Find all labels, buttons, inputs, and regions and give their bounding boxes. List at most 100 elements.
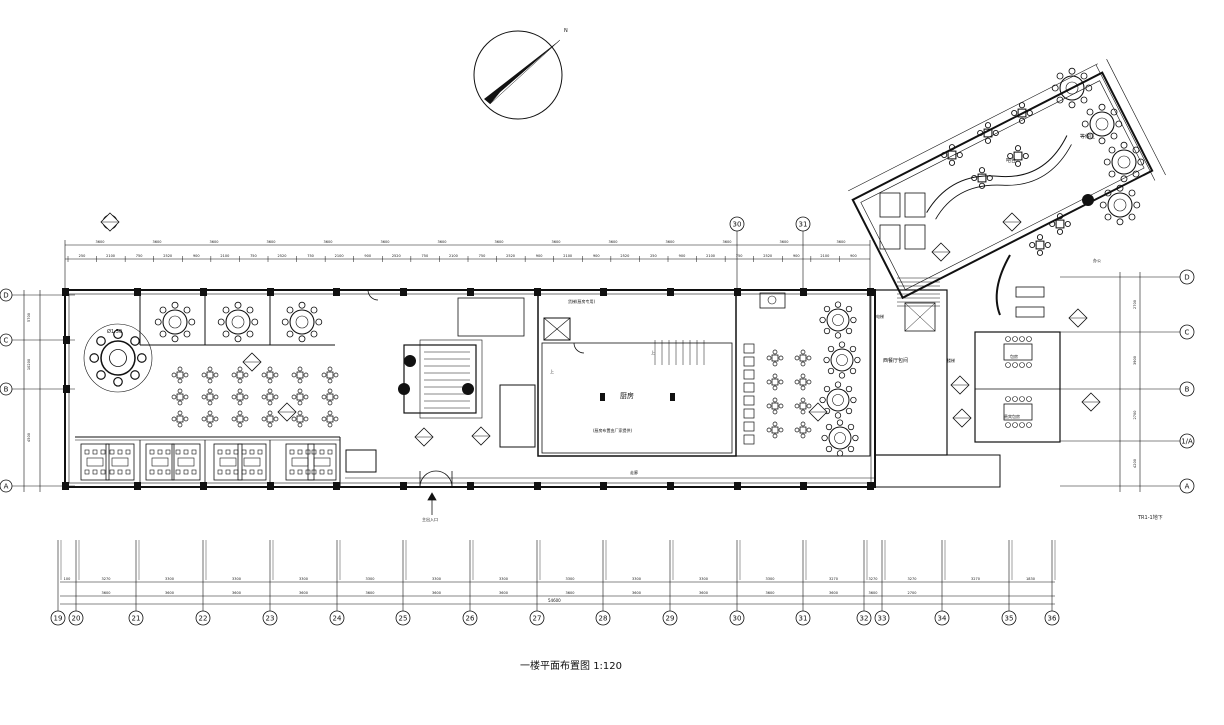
top-dim2-13: 3600 xyxy=(837,240,846,244)
bench-seat-3 xyxy=(743,382,755,393)
right-grid-bubble-B: B xyxy=(1179,381,1195,397)
vip-chair-top-0-3 xyxy=(1026,336,1032,342)
booth-b-3 xyxy=(307,443,337,481)
four-seat-table-1-3 xyxy=(261,388,279,406)
right-grid-bubble-C: C xyxy=(1179,324,1195,340)
vip-chair-top-1-2 xyxy=(1019,396,1025,402)
right-grid-bubble-1-A: 1/A xyxy=(1179,433,1195,449)
top-grid-bubble-31: 31 xyxy=(795,216,811,232)
wing-booth-0 xyxy=(879,192,901,218)
private-room-table-0 xyxy=(154,301,196,343)
grid-bubble-30: 30 xyxy=(729,610,745,626)
reception-desk xyxy=(345,449,377,473)
wing-curve-wall xyxy=(995,254,1011,316)
bench-seat-6 xyxy=(743,421,755,432)
hall-four-0-1 xyxy=(794,349,812,367)
top-grid-bubble-30: 30 xyxy=(729,216,745,232)
private-room-table-1 xyxy=(217,301,259,343)
hall-four-0-0 xyxy=(766,349,784,367)
hall-round-1 xyxy=(823,341,861,379)
bottom-dim-1-8: 3300 xyxy=(566,577,575,581)
top-dim-10: 900 xyxy=(364,254,371,258)
drawing-caption: 一楼平面布置图 1:120 xyxy=(520,657,622,672)
bottom-dim-2-3: 3600 xyxy=(299,591,308,595)
top-dim2-12: 3600 xyxy=(780,240,789,244)
column-top-12 xyxy=(867,288,874,296)
four-seat-table-0-1 xyxy=(201,366,219,384)
four-seat-table-2-2 xyxy=(231,410,249,428)
top-dim-27: 900 xyxy=(850,254,857,258)
column-bottom-12 xyxy=(867,482,874,490)
vip-chair-bottom-0-2 xyxy=(1019,362,1025,368)
bottom-dim-1-9: 3300 xyxy=(632,577,641,581)
vip-table-1 xyxy=(1003,403,1033,421)
top-dim-23: 750 xyxy=(736,254,743,258)
wing-lounge-table-1 xyxy=(1015,306,1045,318)
booth-b-0 xyxy=(105,443,135,481)
grid-bubble-33: 33 xyxy=(874,610,890,626)
wing-pillar xyxy=(1082,194,1094,206)
room-label-waiting: 等候区 xyxy=(1080,133,1095,140)
detail-tag-2 xyxy=(277,402,297,422)
room-label-elevator: 电梯 xyxy=(876,313,884,319)
large-round-table xyxy=(89,329,147,387)
svg-text:30: 30 xyxy=(733,221,742,229)
top-dim2-1: 3600 xyxy=(153,240,162,244)
bottom-dim-1-7: 3300 xyxy=(499,577,508,581)
wing-booth-1 xyxy=(904,192,926,218)
bottom-dim-1-12: 3270 xyxy=(829,577,838,581)
grid-bubble-35: 35 xyxy=(1001,610,1017,626)
left-grid-bubble-A: A xyxy=(0,479,13,493)
room-label-corridor: 走廊 xyxy=(630,469,638,475)
hall-four-3-1 xyxy=(794,421,812,439)
grid-bubble-29: 29 xyxy=(662,610,678,626)
bottom-dim-1-1: 3270 xyxy=(102,577,111,581)
top-dim2-10: 3600 xyxy=(666,240,675,244)
svg-text:23: 23 xyxy=(266,615,275,623)
hall-four-1-1 xyxy=(794,373,812,391)
four-seat-table-0-3 xyxy=(261,366,279,384)
bench-seat-1 xyxy=(743,356,755,367)
vip-chair-top-0-0 xyxy=(1005,336,1011,342)
top-dim-16: 900 xyxy=(536,254,543,258)
detail-tag-5 xyxy=(808,402,828,422)
top-dim-24: 2520 xyxy=(763,254,772,258)
grid-bubble-20: 20 xyxy=(68,610,84,626)
drawing-title: 一楼平面布置图 xyxy=(520,661,590,672)
column-top-2 xyxy=(200,288,207,296)
top-dim2-7: 3600 xyxy=(495,240,504,244)
top-dim-2: 750 xyxy=(136,254,143,258)
vip-chair-top-0-1 xyxy=(1012,336,1018,342)
furniture-layer xyxy=(80,212,1101,481)
column-bottom-0 xyxy=(62,482,69,490)
bench-seat-5 xyxy=(743,408,755,419)
detail-tag-6 xyxy=(931,242,951,262)
room-label-stair: 楼梯 xyxy=(947,357,955,363)
stair-up-label: 上 xyxy=(651,349,655,355)
column-bottom-6 xyxy=(467,482,474,490)
column-bottom-8 xyxy=(600,482,607,490)
four-seat-table-1-5 xyxy=(321,388,339,406)
wing-booth-3 xyxy=(904,224,926,250)
svg-text:24: 24 xyxy=(333,615,342,623)
detail-tag-9 xyxy=(1081,392,1101,412)
right-dim-2: 2700 xyxy=(1133,411,1137,420)
room-label-entrance: 主出入口 xyxy=(422,516,438,522)
column-bottom-4 xyxy=(333,482,340,490)
vip-chair-top-1-3 xyxy=(1026,396,1032,402)
top-dim-14: 750 xyxy=(479,254,486,258)
svg-text:36: 36 xyxy=(1048,615,1057,623)
hall-round-3 xyxy=(821,419,859,457)
grid-bubble-27: 27 xyxy=(529,610,545,626)
grid-bubble-36: 36 xyxy=(1044,610,1060,626)
bottom-dim-2-13: 2700 xyxy=(908,591,917,595)
bottom-dim-1-13: 3270 xyxy=(869,577,878,581)
column-bottom-1 xyxy=(134,482,141,490)
top-dim-3: 2520 xyxy=(163,254,172,258)
grid-bubble-34: 34 xyxy=(934,610,950,626)
wing-furniture xyxy=(879,67,1145,318)
vip-chair-top-0-2 xyxy=(1019,336,1025,342)
bottom-dim-2-2: 3600 xyxy=(232,591,241,595)
